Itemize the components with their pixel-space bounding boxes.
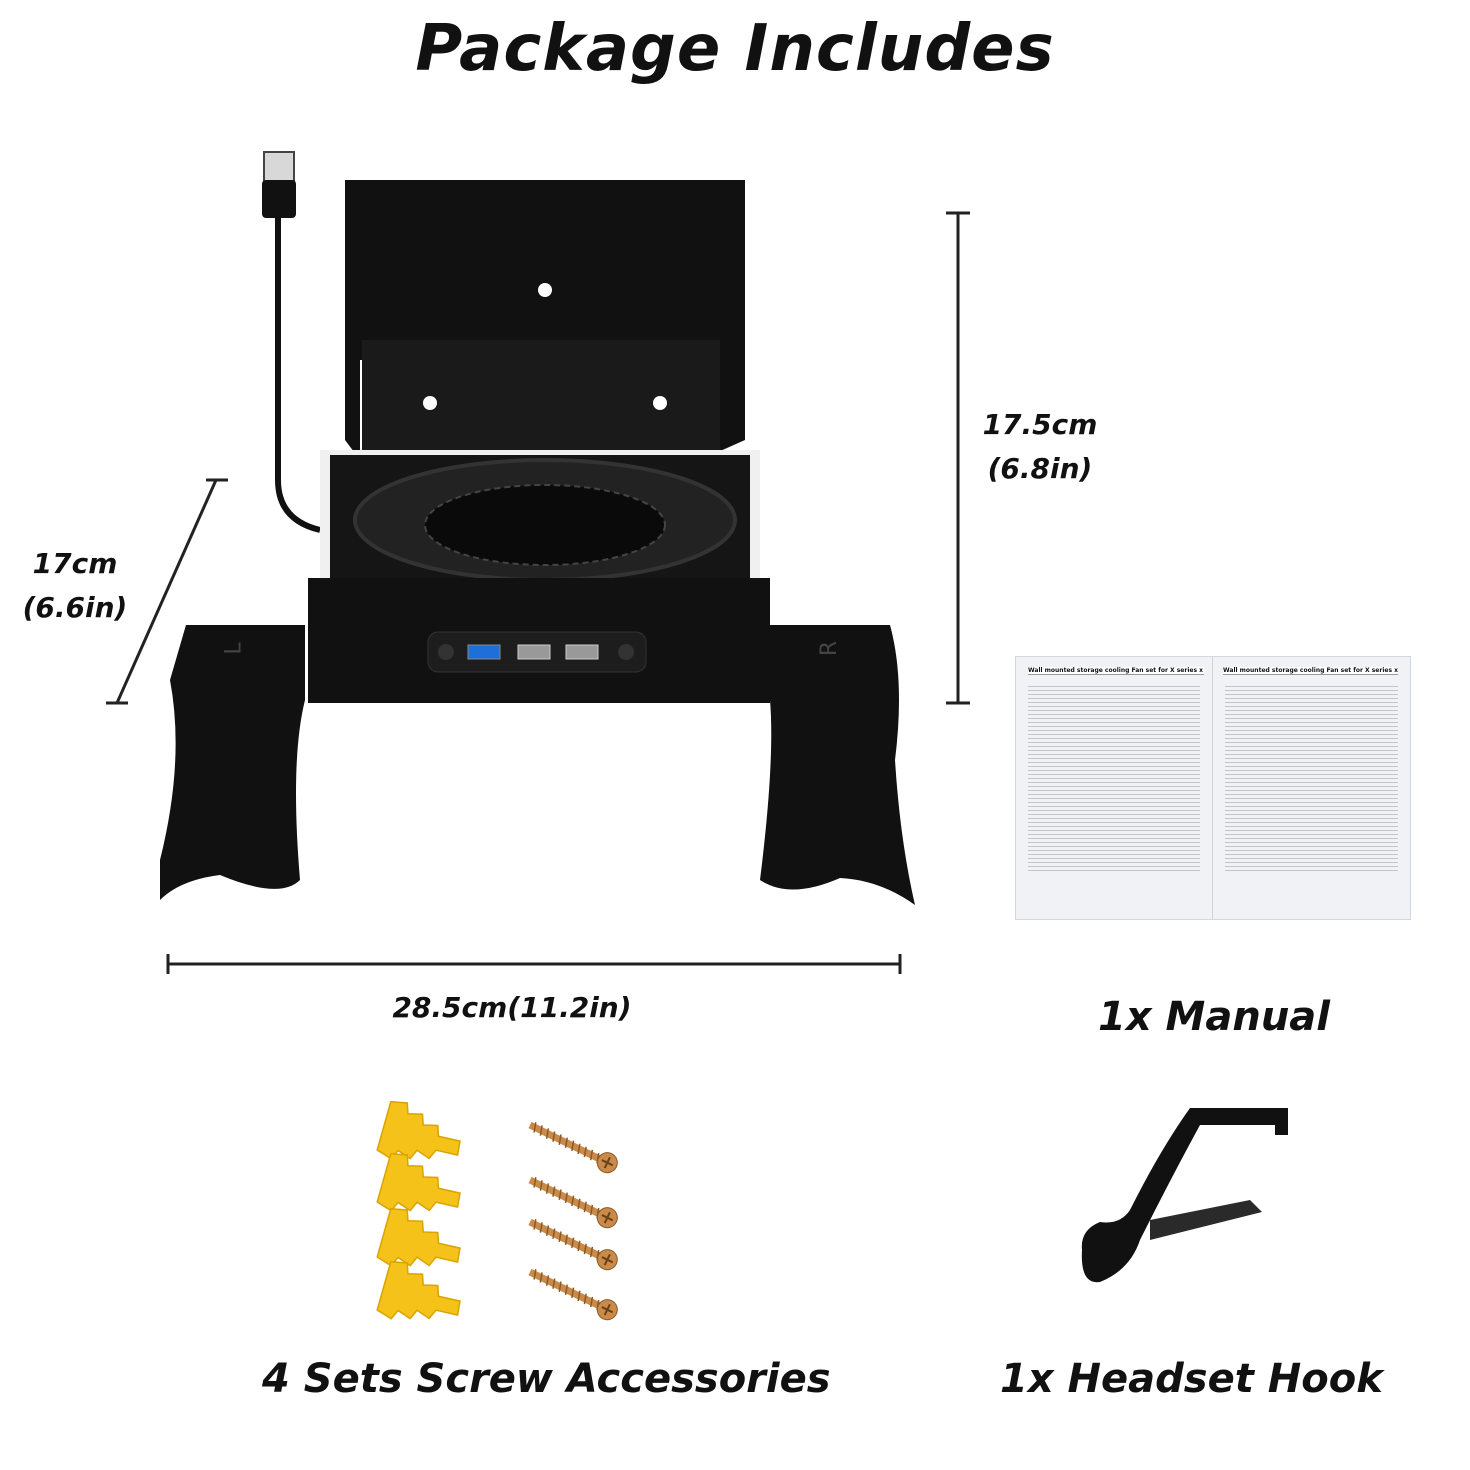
wall-anchor bbox=[376, 1261, 461, 1320]
screw bbox=[528, 1268, 618, 1321]
manual-page-right: Wall mounted storage cooling Fan set for… bbox=[1213, 657, 1410, 919]
manual-text-block bbox=[1225, 683, 1398, 873]
usb-plug-body bbox=[262, 180, 296, 218]
wall-anchor bbox=[376, 1153, 461, 1212]
height-cm: 17.5cm bbox=[982, 408, 1098, 441]
accessories-caption: 4 Sets Screw Accessories bbox=[262, 1356, 831, 1402]
manual-caption: 1x Manual bbox=[1098, 994, 1331, 1040]
light-button-icon bbox=[618, 644, 634, 660]
depth-in: (6.6in) bbox=[22, 591, 128, 624]
screw bbox=[528, 1218, 618, 1271]
power-button-icon bbox=[438, 644, 454, 660]
mount-hole bbox=[653, 396, 667, 410]
fan-grill bbox=[424, 484, 666, 566]
depth-dimension-line bbox=[115, 479, 218, 704]
usb-port bbox=[517, 644, 551, 660]
screw bbox=[528, 1121, 618, 1174]
depth-label: 17cm (6.6in) bbox=[10, 542, 140, 630]
depth-cm: 17cm bbox=[32, 547, 118, 580]
height-label: 17.5cm (6.8in) bbox=[970, 403, 1110, 491]
manual-text-block bbox=[1028, 683, 1200, 873]
usb-cable bbox=[275, 215, 321, 533]
width-label: 28.5cm(11.2in) bbox=[392, 991, 632, 1024]
right-foot bbox=[760, 625, 915, 905]
manual-page-left: Wall mounted storage cooling Fan set for… bbox=[1016, 657, 1213, 919]
usb-port bbox=[565, 644, 599, 660]
manual-page-left-heading: Wall mounted storage cooling Fan set for… bbox=[1028, 667, 1204, 675]
screw bbox=[528, 1176, 618, 1229]
usb-port-blue bbox=[467, 644, 501, 660]
page-title: Package Includes bbox=[415, 12, 1055, 86]
left-foot bbox=[160, 625, 305, 900]
wall-anchors bbox=[376, 1101, 461, 1320]
back-panel bbox=[345, 180, 745, 460]
wall-anchor bbox=[376, 1101, 461, 1160]
hook-caption: 1x Headset Hook bbox=[1000, 1356, 1383, 1402]
wall-anchor bbox=[376, 1208, 461, 1267]
mount-hole bbox=[423, 396, 437, 410]
mount-hole bbox=[538, 283, 552, 297]
manual-page-right-heading: Wall mounted storage cooling Fan set for… bbox=[1223, 667, 1398, 675]
manual-image: Wall mounted storage cooling Fan set for… bbox=[1015, 656, 1411, 920]
height-in: (6.8in) bbox=[987, 452, 1093, 485]
usb-plug-connector bbox=[263, 151, 295, 183]
inner-wall bbox=[362, 340, 720, 470]
screws bbox=[528, 1121, 618, 1321]
